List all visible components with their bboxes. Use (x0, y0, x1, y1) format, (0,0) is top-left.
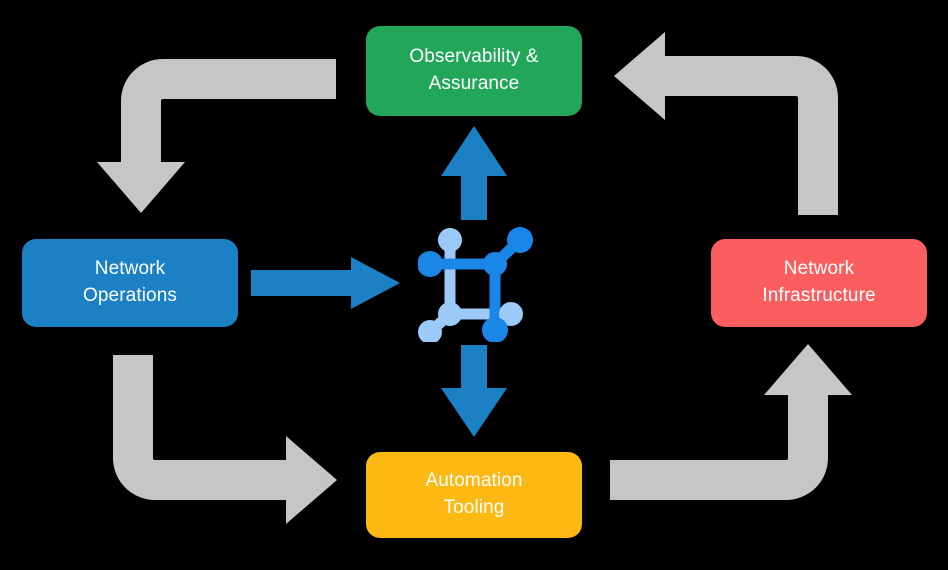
blue-arrow-netops-to-center (251, 257, 400, 309)
gray-arrow-observability-to-netops (97, 59, 336, 213)
mesh-node-top-right (507, 227, 533, 253)
mesh-node-center-right (483, 252, 507, 276)
mesh-node-top-left (438, 228, 462, 252)
node-box-network-operations[interactable]: Network Operations (22, 239, 238, 327)
mesh-node-left (418, 251, 443, 277)
gray-arrow-netops-to-automation (113, 355, 337, 524)
mesh-node-bottom-left-hub (438, 302, 462, 326)
mesh-node-bottom (482, 317, 508, 342)
node-box-network-infrastructure[interactable]: Network Infrastructure (711, 239, 927, 327)
mesh-node-bottom-left (418, 320, 442, 342)
blue-arrow-center-to-automation (441, 345, 507, 437)
blue-arrow-center-to-observability (441, 126, 507, 220)
node-box-observability[interactable]: Observability & Assurance (366, 26, 582, 116)
network-mesh-icon (418, 227, 533, 342)
gray-arrow-netinfra-to-observability (614, 32, 838, 215)
gray-arrow-automation-to-netinfra (610, 344, 852, 500)
mesh-node-right (499, 302, 523, 326)
mesh-nodes (418, 227, 533, 342)
node-box-automation-tooling[interactable]: Automation Tooling (366, 452, 582, 538)
